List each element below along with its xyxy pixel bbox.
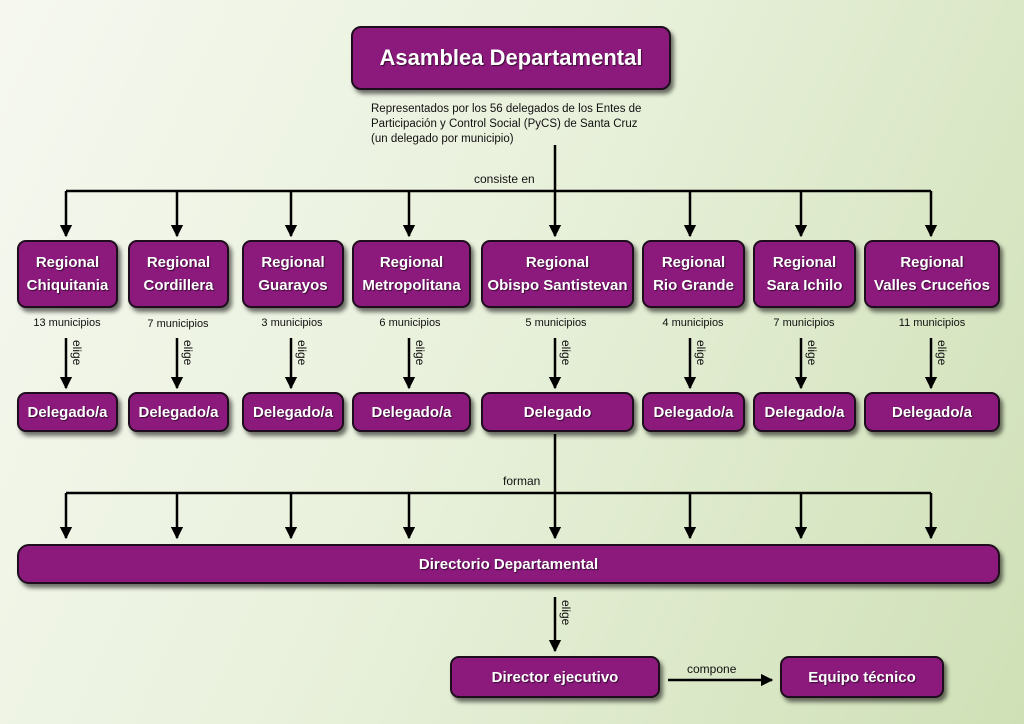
compone-label: compone xyxy=(687,662,737,676)
director-label: Director ejecutivo xyxy=(491,668,619,686)
regional-chiquitania-box: Regional Chiquitania xyxy=(17,240,118,308)
elige-label: elige xyxy=(181,340,195,366)
elige-label: elige xyxy=(805,340,819,366)
description-line: (un delegado por municipio) xyxy=(371,133,514,145)
municipios-count: 7 municipios xyxy=(773,317,835,329)
regional-line2: Obispo Santistevan xyxy=(487,277,628,294)
elige-label: elige xyxy=(295,340,309,366)
delegado-label: Delegado/a xyxy=(764,403,845,421)
delegado-label: Delegado/a xyxy=(653,403,734,421)
regional-line1: Regional xyxy=(525,254,590,271)
delegado-label: Delegado/a xyxy=(891,403,973,421)
consiste-en-label: consiste en xyxy=(474,172,535,186)
equipo-label: Equipo técnico xyxy=(808,668,916,686)
elige-label: elige xyxy=(70,340,84,366)
regional-guarayos-box: Regional Guarayos xyxy=(242,240,344,308)
delegado-label: Delegado xyxy=(523,403,592,421)
municipios-count: 5 municipios xyxy=(525,317,587,329)
equipo-tecnico-box: Equipo técnico xyxy=(780,656,944,698)
elige-label: elige xyxy=(559,340,573,366)
delegado-box: Delegado/a xyxy=(17,392,118,432)
regional-sara-ichilo-box: Regional Sara Ichilo xyxy=(753,240,856,308)
asamblea-description: Representados por los 56 delegados de lo… xyxy=(371,102,641,147)
elige-label: elige xyxy=(694,340,708,366)
delegado-label: Delegado/a xyxy=(252,403,334,421)
municipios-count: 3 municipios xyxy=(261,317,323,329)
regional-line1: Regional xyxy=(379,254,444,271)
regional-line2: Metropolitana xyxy=(362,277,461,294)
delegado-box: Delegado xyxy=(481,392,634,432)
regional-rio-grande-box: Regional Rio Grande xyxy=(642,240,745,308)
director-ejecutivo-box: Director ejecutivo xyxy=(450,656,660,698)
regional-line1: Regional xyxy=(146,254,211,271)
municipios-count: 7 municipios xyxy=(147,318,209,330)
regional-line1: Regional xyxy=(661,254,726,271)
delegado-label: Delegado/a xyxy=(138,403,219,421)
regional-line2: Sara Ichilo xyxy=(766,277,843,294)
directorio-departamental-box: Directorio Departamental xyxy=(17,544,1000,584)
delegado-box: Delegado/a xyxy=(864,392,1000,432)
forman-label: forman xyxy=(503,474,541,488)
regional-line2: Cordillera xyxy=(143,277,214,294)
regional-line2: Rio Grande xyxy=(653,277,734,294)
delegado-box: Delegado/a xyxy=(242,392,344,432)
municipios-count: 13 municipios xyxy=(33,317,101,329)
description-line: Participación y Control Social (PyCS) de… xyxy=(371,118,638,130)
elige-label: elige xyxy=(559,600,573,626)
regional-obispo-santistevan-box: Regional Obispo Santistevan xyxy=(481,240,634,308)
municipios-count: 4 municipios xyxy=(662,317,724,329)
delegado-box: Delegado/a xyxy=(753,392,856,432)
delegado-box: Delegado/a xyxy=(128,392,229,432)
regional-line2: Guarayos xyxy=(258,277,328,294)
regional-valles-crucenos-box: Regional Valles Cruceños xyxy=(864,240,1000,308)
delegado-label: Delegado/a xyxy=(27,403,108,421)
regional-line1: Regional xyxy=(900,254,964,271)
delegado-box: Delegado/a xyxy=(352,392,471,432)
delegado-box: Delegado/a xyxy=(642,392,745,432)
description-line: Representados por los 56 delegados de lo… xyxy=(371,103,642,115)
directorio-label: Directorio Departamental xyxy=(418,555,599,573)
municipios-count: 6 municipios xyxy=(379,317,441,329)
delegado-label: Delegado/a xyxy=(371,403,452,421)
municipios-count: 11 municipios xyxy=(898,317,966,329)
asamblea-title: Asamblea Departamental xyxy=(379,45,643,70)
elige-label: elige xyxy=(413,340,427,366)
regional-line2: Chiquitania xyxy=(26,277,109,294)
regional-metropolitana-box: Regional Metropolitana xyxy=(352,240,471,308)
regional-line2: Valles Cruceños xyxy=(874,277,990,294)
regional-cordillera-box: Regional Cordillera xyxy=(128,240,229,308)
regional-line1: Regional xyxy=(772,254,837,271)
regional-line1: Regional xyxy=(35,254,100,271)
asamblea-departamental-box: Asamblea Departamental xyxy=(351,26,671,90)
regional-line1: Regional xyxy=(261,254,325,271)
elige-label: elige xyxy=(935,340,949,366)
